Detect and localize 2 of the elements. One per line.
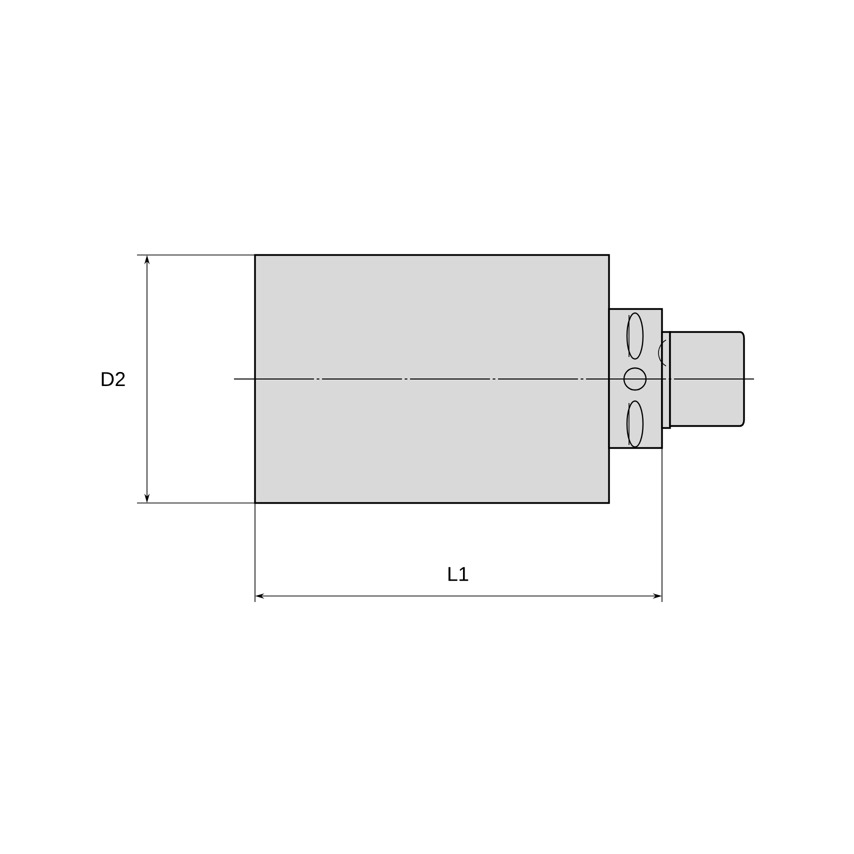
dimension-label: L1 [448,567,468,581]
dimension-label: D2 [102,372,125,386]
